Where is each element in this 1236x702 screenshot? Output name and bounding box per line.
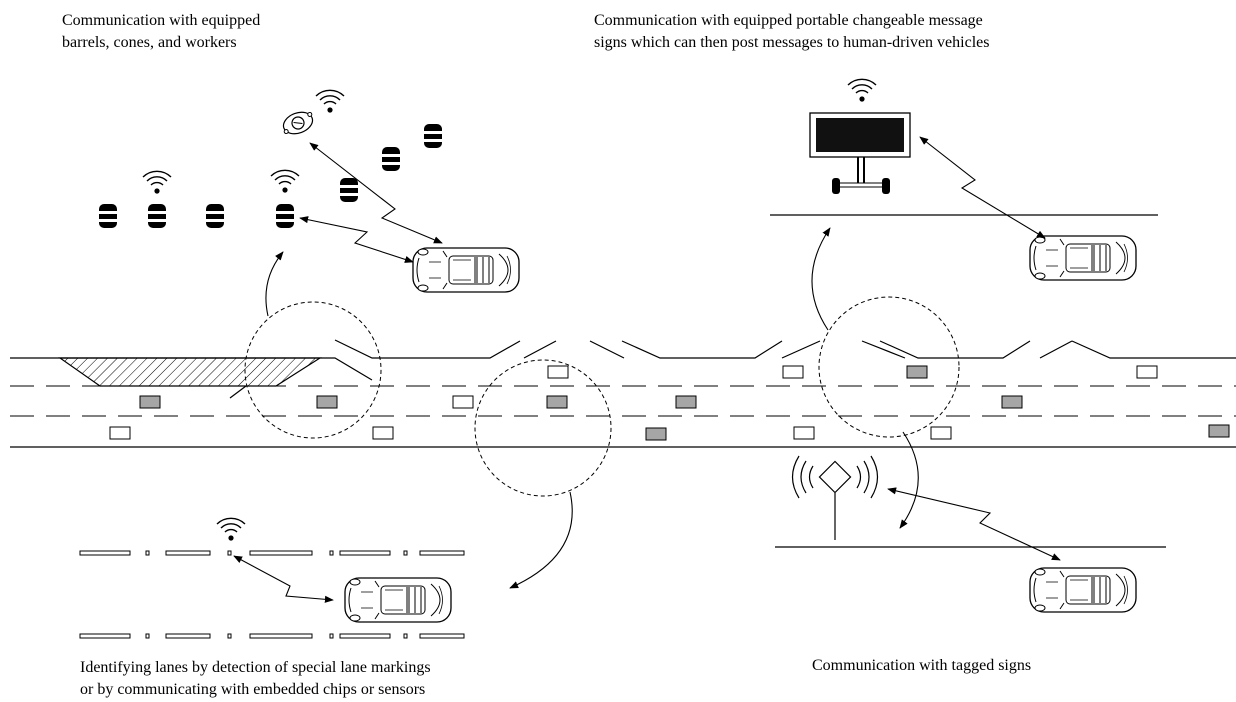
zoom-circles [244, 296, 960, 497]
message-sign-icon [809, 112, 911, 194]
vehicle-plain [452, 395, 474, 409]
vehicle-shaded [906, 365, 928, 379]
highway-vehicles [109, 365, 1230, 441]
traffic-barrel-icon [276, 204, 294, 228]
lane-dashes [10, 385, 1236, 417]
caption-line: Identifying lanes by detection of specia… [80, 659, 431, 676]
vehicle-icon [412, 247, 520, 293]
traffic-barrel-icon [99, 204, 117, 228]
wifi-signal-icon [270, 169, 300, 194]
vehicle-shaded [1001, 395, 1023, 409]
traffic-barrel-icon [382, 147, 400, 171]
caption-lane-identification: Identifying lanes by detection of specia… [80, 657, 431, 701]
vehicle-shaded [1208, 424, 1230, 438]
caption-line: or by communicating with embedded chips … [80, 681, 426, 698]
vehicle-plain [782, 365, 804, 379]
vehicle-plain [372, 426, 394, 440]
vehicle-shaded [645, 427, 667, 441]
vehicle-icon [1029, 567, 1137, 613]
vehicle-shaded [139, 395, 161, 409]
vehicle-plain [547, 365, 569, 379]
wifi-signal-icon [847, 78, 877, 103]
closed-lane-taper [58, 357, 323, 387]
caption-tagged-signs: Communication with tagged signs [812, 655, 1031, 677]
wifi-signal-icon [315, 89, 345, 114]
vehicle-plain [1136, 365, 1158, 379]
vehicle-icon [344, 577, 452, 623]
worker-icon [282, 111, 314, 135]
vehicle-plain [793, 426, 815, 440]
vehicle-shaded [675, 395, 697, 409]
caption-line: Communication with tagged signs [812, 657, 1032, 674]
vehicle-shaded [316, 395, 338, 409]
traffic-barrel-icon [206, 204, 224, 228]
tagged-sign-icon [791, 455, 879, 540]
caption-line: barrels, cones, and workers [62, 34, 237, 51]
wifi-signal-icon [142, 170, 172, 195]
vehicle-icon [1029, 235, 1137, 281]
traffic-barrel-icon [148, 204, 166, 228]
lane-marking-chip-icon [227, 550, 232, 556]
callout-arrows [265, 227, 919, 589]
traffic-barrel-icon [340, 178, 358, 202]
wifi-signal-icon [216, 517, 246, 542]
caption-line: Communication with equipped portable cha… [594, 12, 983, 29]
traffic-barrel-icon [424, 124, 442, 148]
caption-barrels-cones-workers: Communication with equipped barrels, con… [62, 10, 260, 54]
caption-line: signs which can then post messages to hu… [594, 34, 990, 51]
caption-message-signs: Communication with equipped portable cha… [594, 10, 989, 54]
lane-markings [79, 550, 465, 639]
vehicle-plain [109, 426, 131, 440]
vehicle-shaded [546, 395, 568, 409]
caption-line: Communication with equipped [62, 12, 261, 29]
highway [10, 339, 1236, 448]
vehicle-plain [930, 426, 952, 440]
